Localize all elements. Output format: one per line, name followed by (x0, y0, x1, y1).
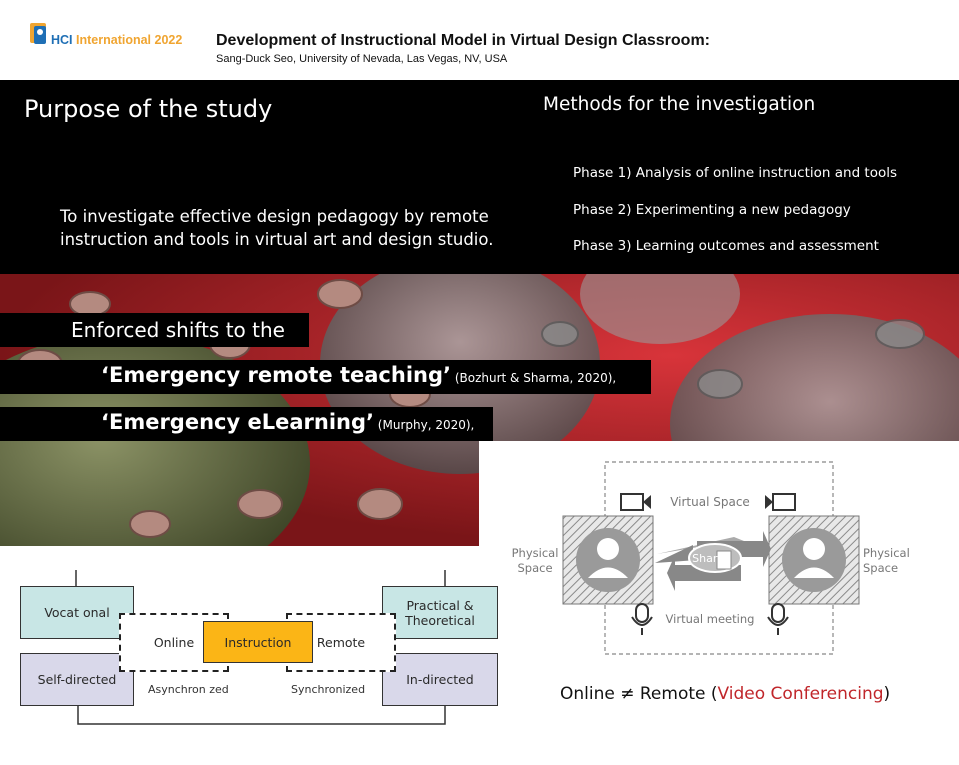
practical-theoretical-box: Practical & Theoretical (382, 586, 498, 639)
right-camera-icon (765, 493, 796, 511)
synchronized-label: Synchronized (291, 683, 366, 696)
citation-bozhurt: (Bozhurt & Sharma, 2020), (451, 371, 617, 385)
logo-intl-text: International 2022 (76, 33, 183, 47)
in-directed-box: In-directed (382, 653, 498, 706)
page-title: Development of Instructional Model in Vi… (216, 32, 710, 49)
physical-space-left: Physical Space (511, 546, 559, 575)
author-line: Sang-Duck Seo, University of Nevada, Las… (216, 53, 508, 65)
share-label: Share (692, 552, 724, 565)
citation-murphy: (Murphy, 2020), (373, 418, 475, 432)
asynchronized-label: Asynchron zed (148, 683, 229, 696)
online-remote-caption: Online ≠ Remote (Video Conferencing) (560, 684, 890, 704)
virtual-meeting-label: Virtual meeting (666, 612, 755, 626)
logo-mark-icon (30, 23, 46, 44)
instruction-mode-diagram: Vocat onal Practical & Theoretical Self-… (18, 566, 500, 726)
logo-hci-text: HCI (51, 33, 73, 47)
vocational-box: Vocat onal (20, 586, 134, 639)
physical-space-right: Physical Space (863, 546, 910, 575)
caption-prefix: Online ≠ Remote ( (560, 684, 718, 704)
emergency-elearning: ‘Emergency eLearning’ (101, 410, 374, 434)
emergency-remote-teaching: ‘Emergency remote teaching’ (101, 363, 451, 387)
phase-3: Phase 3) Learning outcomes and assessmen… (573, 238, 879, 254)
left-camera-icon (620, 493, 651, 511)
virtual-space-diagram: Virtual Space Virtual meeting Share Phys… (479, 441, 959, 656)
caption-suffix: ) (883, 684, 891, 704)
phase-2: Phase 2) Experimenting a new pedagogy (573, 202, 851, 218)
shift-label: Enforced shifts to the (71, 318, 285, 342)
right-microphone-icon (767, 603, 789, 635)
emergency-elearning-bar: ‘Emergency eLearning’ (Murphy, 2020), (0, 407, 493, 441)
emergency-remote-teaching-bar: ‘Emergency remote teaching’ (Bozhurt & S… (0, 360, 651, 394)
caption-highlight: Video Conferencing (717, 684, 884, 704)
phase-1: Phase 1) Analysis of online instruction … (573, 165, 898, 181)
virtual-space-label: Virtual Space (670, 495, 750, 509)
purpose-title: Purpose of the study (24, 95, 273, 123)
left-microphone-icon (631, 603, 653, 635)
intro-band (0, 80, 959, 274)
hci-logo: HCI International 2022 (29, 20, 189, 54)
shift-label-bar: Enforced shifts to the (0, 313, 309, 347)
diagram-connectors (75, 570, 446, 725)
self-directed-box: Self-directed (20, 653, 134, 706)
methods-title: Methods for the investigation (543, 94, 816, 115)
purpose-text: To investigate effective design pedagogy… (60, 207, 494, 249)
instruction-box: Instruction (203, 621, 313, 663)
virtual-space-graphic: Virtual Space Virtual meeting Share (562, 461, 860, 655)
